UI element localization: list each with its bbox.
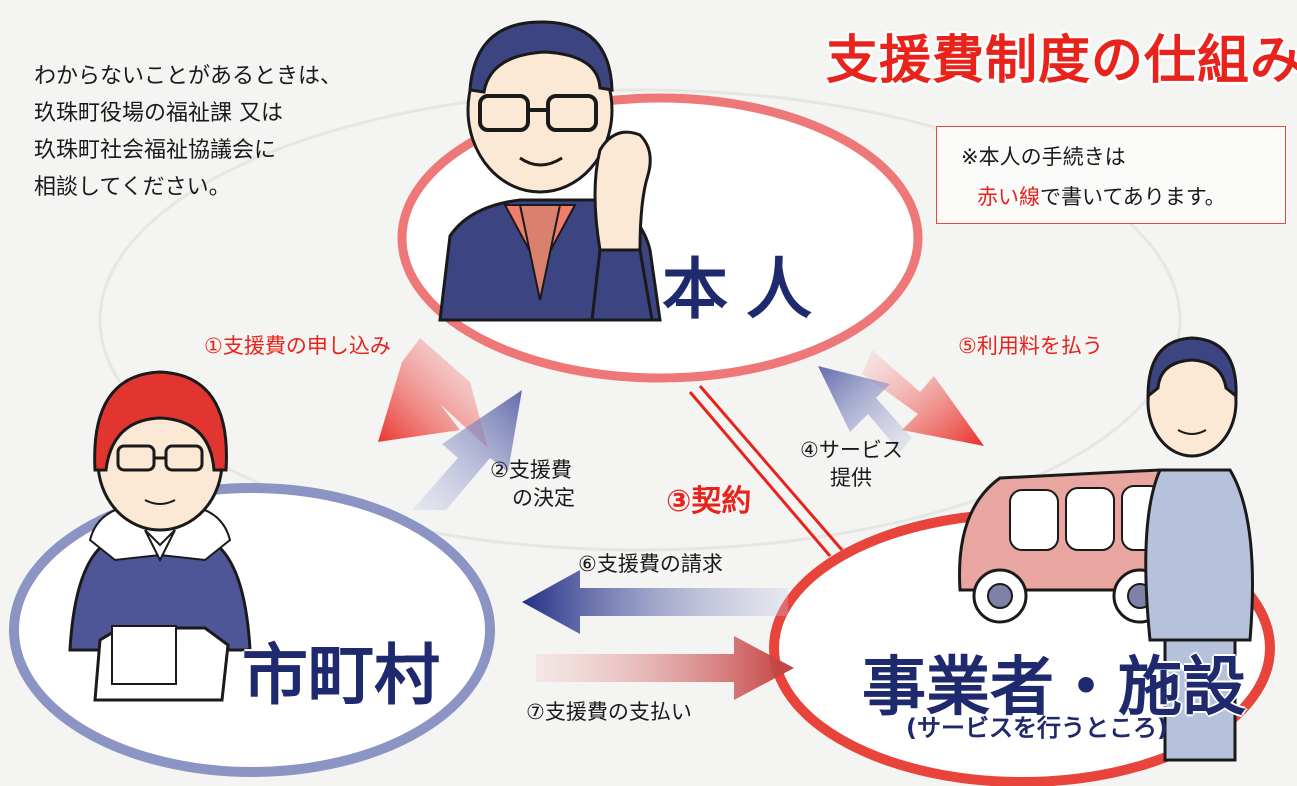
staff-illustration (68, 370, 252, 702)
step-2-line-2: の決定 (512, 486, 575, 510)
arrow-step6 (522, 570, 788, 634)
step-2-line-1: ②支援費 (490, 458, 572, 482)
page-title: 支援費制度の仕組み (826, 31, 1297, 91)
municipality-label: 市町村 (242, 637, 440, 714)
background-ring (98, 88, 1182, 552)
arrow-step7 (536, 636, 794, 700)
step-6-label: ⑥支援費の請求 (578, 552, 723, 576)
legend-red-text: 赤い線 (977, 185, 1040, 209)
bus-illustration (958, 468, 1182, 624)
step-4-line-2: 提供 (830, 466, 872, 490)
person-illustration (438, 20, 662, 322)
step-3-label: ③契約 (666, 484, 752, 519)
step-5-label: ⑤利用料を払う (958, 334, 1103, 358)
help-note-line: わからないことがあるときは、 (34, 64, 343, 89)
help-note: わからないことがあるときは、 玖珠町役場の福祉課 又は 玖珠町社会福祉協議会に … (34, 58, 414, 206)
step-1-label: ①支援費の申し込み (204, 334, 391, 358)
contract-line (688, 385, 844, 557)
legend-box: ※本人の手続きは 赤い線で書いてあります。 (936, 126, 1286, 224)
driver-illustration (1144, 336, 1254, 762)
arrow-step4 (818, 366, 912, 452)
legend-line-1: ※本人の手続きは (961, 145, 1126, 169)
provider-sub-label: (サービスを行うところ) (906, 714, 1168, 742)
step-4-label: ④サービス 提供 (800, 436, 903, 492)
arrow-step5 (862, 350, 984, 446)
step-2-label: ②支援費 の決定 (490, 456, 575, 512)
legend-rest-text: で書いてあります。 (1040, 185, 1226, 209)
provider-label: 事業者・施設 (862, 651, 1246, 725)
help-note-line: 相談してください。 (34, 175, 231, 200)
step-7-label: ⑦支援費の支払い (526, 700, 692, 724)
person-label: 本人 (662, 251, 830, 328)
help-note-line: 玖珠町社会福祉協議会に (34, 138, 277, 163)
arrow-step1 (378, 338, 488, 448)
help-note-line: 玖珠町役場の福祉課 又は (34, 101, 283, 126)
arrow-step2 (412, 390, 522, 510)
legend-line-2: 赤い線で書いてあります。 (977, 181, 1226, 211)
step-4-line-1: ④サービス (800, 438, 903, 462)
